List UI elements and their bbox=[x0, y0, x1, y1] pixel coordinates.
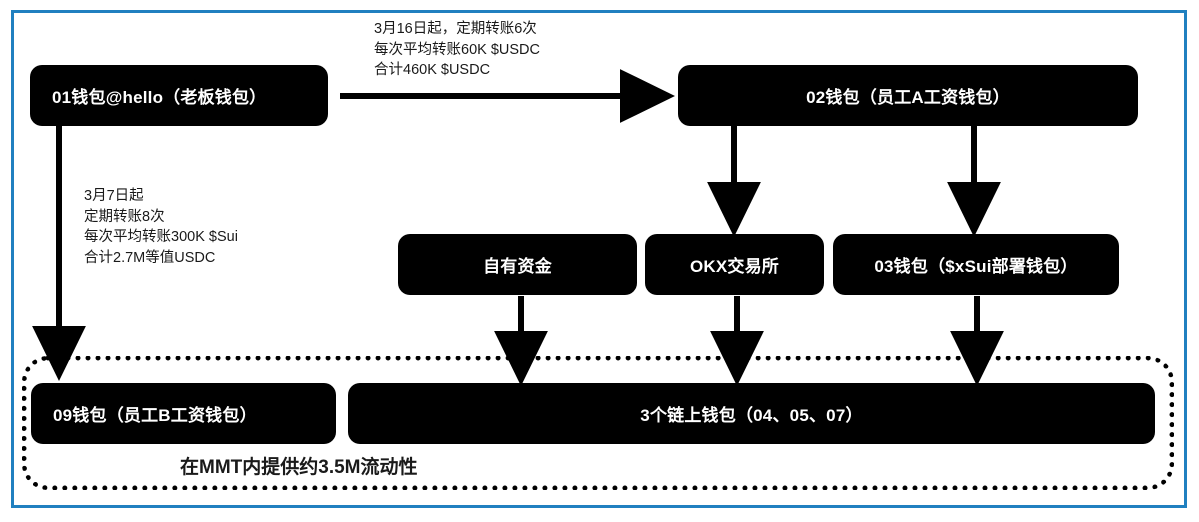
node-wallet09[interactable]: 09钱包（员工B工资钱包） bbox=[31, 383, 336, 444]
outer-frame-border bbox=[11, 10, 1187, 508]
note-wallet01-to-wallet09: 3月7日起 定期转账8次 每次平均转账300K $Sui 合计2.7M等值USD… bbox=[84, 188, 238, 266]
node-wallet09-label: 09钱包（员工B工资钱包） bbox=[53, 406, 257, 425]
node-onchain-wallets[interactable]: 3个链上钱包（04、05、07） bbox=[348, 383, 1155, 444]
liquidity-caption: 在MMT内提供约3.5M流动性 bbox=[180, 457, 418, 478]
node-own-funds[interactable]: 自有资金 bbox=[398, 234, 637, 295]
dashed-group-region bbox=[22, 356, 1174, 490]
note-wallet01-to-wallet02: 3月16日起，定期转账6次 每次平均转账60K $USDC 合计460K $US… bbox=[374, 21, 540, 79]
node-wallet01[interactable]: 01钱包@hello（老板钱包） bbox=[30, 65, 328, 126]
node-onchain-wallets-label: 3个链上钱包（04、05、07） bbox=[640, 406, 863, 425]
node-okx-exchange[interactable]: OKX交易所 bbox=[645, 234, 824, 295]
node-wallet03-label: 03钱包（$xSui部署钱包） bbox=[874, 257, 1078, 276]
node-own-funds-label: 自有资金 bbox=[483, 257, 552, 276]
node-wallet01-label: 01钱包@hello（老板钱包） bbox=[52, 88, 267, 107]
node-okx-exchange-label: OKX交易所 bbox=[689, 257, 780, 276]
node-wallet03[interactable]: 03钱包（$xSui部署钱包） bbox=[833, 234, 1119, 295]
node-wallet02[interactable]: 02钱包（员工A工资钱包） bbox=[678, 65, 1138, 126]
node-wallet02-label: 02钱包（员工A工资钱包） bbox=[806, 88, 1010, 107]
